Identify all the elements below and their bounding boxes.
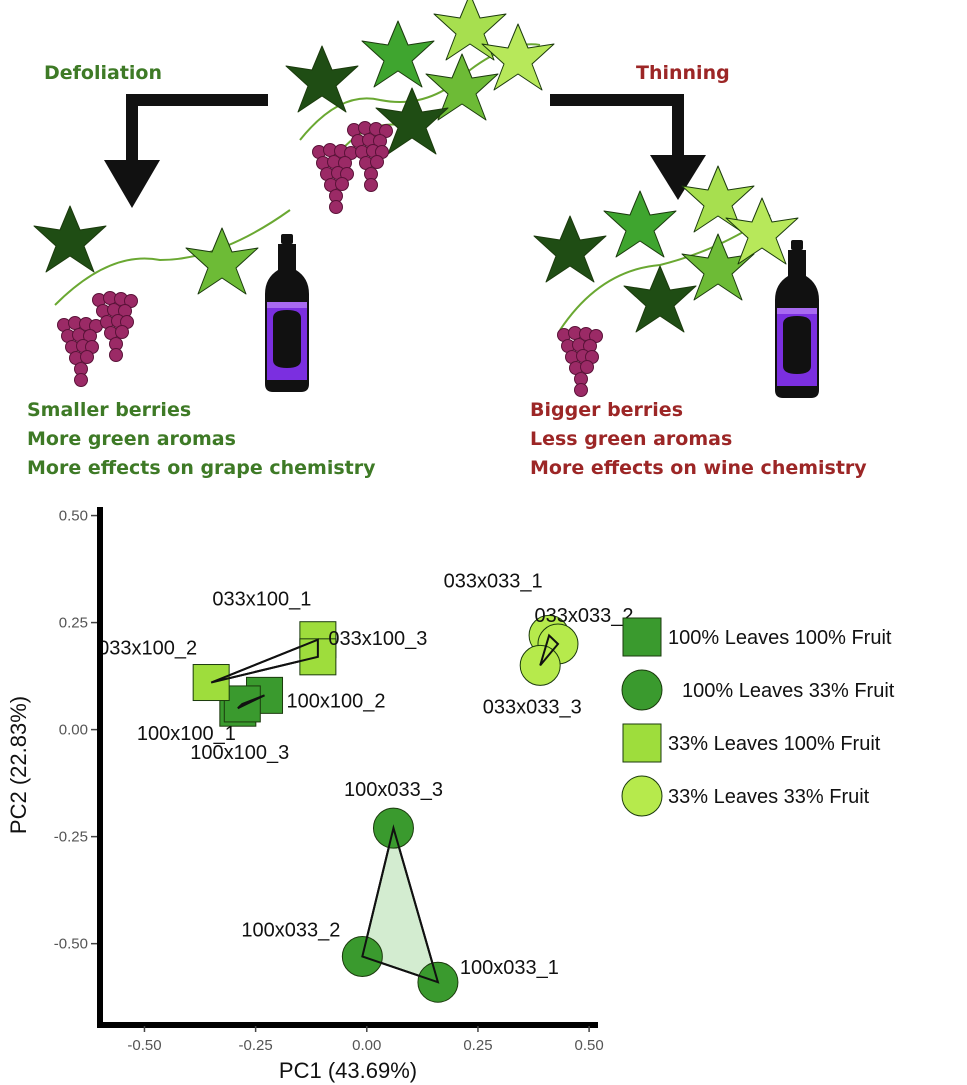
thinning-arrow-icon xyxy=(550,94,706,200)
thinned-vine-icon xyxy=(533,165,799,397)
point-label-033x033_2: 033x033_2 xyxy=(534,605,633,627)
legend-swatch xyxy=(621,669,663,711)
defoliated-vine-icon xyxy=(33,205,291,387)
legend: 100% Leaves 100% Fruit 100% Leaves 33% Fr… xyxy=(621,617,895,817)
legend-label: 100% Leaves 33% Fruit xyxy=(682,680,895,702)
thinning-effect-2: Less green aromas xyxy=(530,428,733,450)
thinning-label: Thinning xyxy=(636,62,730,84)
legend-label: 33% Leaves 33% Fruit xyxy=(668,786,870,808)
thinning-effect-3: More effects on wine chemistry xyxy=(530,457,867,479)
defoliation-label: Defoliation xyxy=(44,62,162,84)
hull-outline-series-3 xyxy=(210,638,319,684)
x-tick-label: 0.50 xyxy=(575,1037,604,1054)
tick-layer: -0.50 -0.25 0.00 0.25 0.50 0.50 0.25 0.00 -0.25 -… xyxy=(54,508,604,1054)
legend-swatch xyxy=(621,775,663,817)
point-label-033x100_2: 033x100_2 xyxy=(98,638,197,660)
y-tick-label: 0.00 xyxy=(59,722,88,739)
defoliation-effect-2: More green aromas xyxy=(27,428,236,450)
top-grapevine-icon xyxy=(285,0,555,214)
axes xyxy=(97,507,598,1028)
point-label-100x100_1: 100x100_1 xyxy=(137,723,236,745)
y-tick-label: 0.25 xyxy=(59,615,88,632)
legend-label: 33% Leaves 100% Fruit xyxy=(668,733,881,755)
x-tick-label: 0.00 xyxy=(352,1037,381,1054)
defoliation-arrow-icon xyxy=(104,94,268,208)
point-label-100x100_2: 100x100_2 xyxy=(287,690,386,712)
point-label-033x100_1: 033x100_1 xyxy=(212,589,311,611)
point-label-layer: 100x100_1 100x100_2 100x100_3 100x033_1 100x… xyxy=(98,570,633,984)
point-label-100x033_1: 100x033_1 xyxy=(460,957,559,979)
point-layer xyxy=(192,614,579,1003)
point-label-033x033_1: 033x033_1 xyxy=(444,570,543,592)
hull-outline-series-2 xyxy=(361,824,440,984)
x-tick-label: -0.25 xyxy=(239,1037,273,1054)
point-label-100x033_3: 100x033_3 xyxy=(344,779,443,801)
point-label-033x033_3: 033x033_3 xyxy=(483,696,582,718)
y-axis-label: PC2 (22.83%) xyxy=(6,696,31,834)
legend-swatch xyxy=(622,723,662,763)
point-label-033x100_3: 033x100_3 xyxy=(328,628,427,650)
legend-swatch xyxy=(622,617,662,657)
x-tick-label: -0.50 xyxy=(127,1037,161,1054)
vine-illustration xyxy=(33,0,819,398)
x-axis-label: PC1 (43.69%) xyxy=(279,1058,417,1083)
defoliation-effect-1: Smaller berries xyxy=(27,399,192,421)
hull-outline-series-4 xyxy=(539,633,560,667)
thinning-effect-1: Bigger berries xyxy=(530,399,684,421)
y-tick-label: -0.50 xyxy=(54,936,88,953)
x-tick-label: 0.25 xyxy=(463,1037,492,1054)
y-tick-label: -0.25 xyxy=(54,829,88,846)
y-tick-label: 0.50 xyxy=(59,508,88,525)
point-label-100x100_3: 100x100_3 xyxy=(190,742,289,764)
legend-label: 100% Leaves 100% Fruit xyxy=(668,627,892,649)
point-label-100x033_2: 100x033_2 xyxy=(241,920,340,942)
defoliation-effect-3: More effects on grape chemistry xyxy=(27,457,376,479)
hull-outline-series-1 xyxy=(237,694,265,710)
